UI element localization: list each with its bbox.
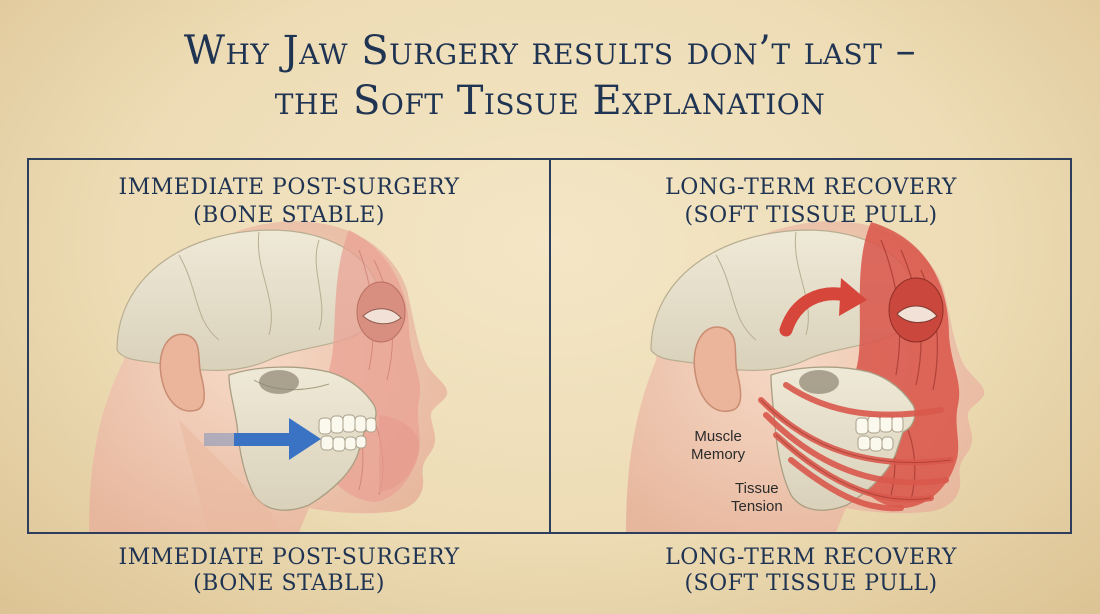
caption-left: IMMEDIATE POST-SURGERY (BONE STABLE) bbox=[29, 545, 549, 597]
ear-right bbox=[693, 326, 742, 412]
panel-divider bbox=[549, 158, 551, 534]
label-muscle-memory-line-1: Muscle bbox=[694, 428, 742, 445]
panel-right-title-line-2: (SOFT TISSUE PULL) bbox=[684, 203, 938, 228]
caption-left-line-1: IMMEDIATE POST-SURGERY bbox=[118, 545, 460, 570]
panel-left-title-line-2: (BONE STABLE) bbox=[193, 203, 385, 228]
title-line-2: the Soft Tissue Explanation bbox=[274, 78, 826, 124]
panel-long-term-recovery: LONG-TERM RECOVERY (SOFT TISSUE PULL) Mu… bbox=[551, 160, 1071, 532]
label-muscle-memory-line-2: Memory bbox=[691, 446, 746, 463]
label-tissue-tension-line-1: Tissue bbox=[735, 480, 779, 497]
label-muscle-memory: Muscle Memory bbox=[691, 428, 745, 464]
caption-right-line-2: (SOFT TISSUE PULL) bbox=[684, 571, 938, 596]
blue-arrow-right-icon bbox=[204, 418, 321, 460]
ear bbox=[159, 333, 205, 412]
head-illustration-right bbox=[626, 221, 985, 532]
panel-right-title-line-1: LONG-TERM RECOVERY bbox=[665, 175, 957, 200]
page-title: Why Jaw Surgery results don’t last – the… bbox=[0, 26, 1100, 126]
panel-left-title-line-1: IMMEDIATE POST-SURGERY bbox=[118, 175, 460, 200]
panel-right-title: LONG-TERM RECOVERY (SOFT TISSUE PULL) bbox=[551, 174, 1071, 230]
panel-left-title: IMMEDIATE POST-SURGERY (BONE STABLE) bbox=[29, 174, 549, 230]
panel-immediate-post-surgery: IMMEDIATE POST-SURGERY (BONE STABLE) bbox=[29, 160, 549, 532]
head-illustration-left bbox=[89, 221, 448, 532]
caption-left-line-2: (BONE STABLE) bbox=[193, 571, 385, 596]
label-tissue-tension-line-2: Tension bbox=[731, 498, 783, 515]
label-tissue-tension: Tissue Tension bbox=[731, 480, 783, 516]
caption-right-line-1: LONG-TERM RECOVERY bbox=[665, 545, 957, 570]
red-curved-arrow-icon bbox=[779, 278, 867, 337]
title-line-1: Why Jaw Surgery results don’t last – bbox=[183, 28, 917, 74]
caption-right: LONG-TERM RECOVERY (SOFT TISSUE PULL) bbox=[551, 545, 1071, 597]
